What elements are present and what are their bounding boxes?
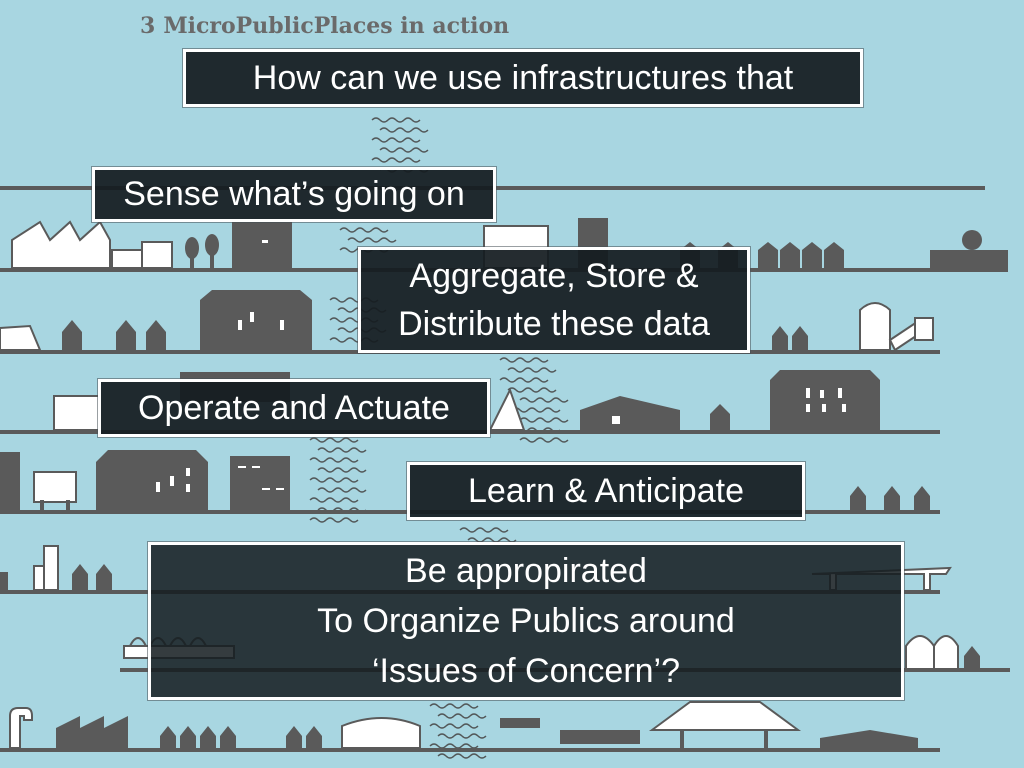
appropriate-line-1: Be appropirated: [405, 552, 647, 590]
sense-text: Sense what’s going on: [123, 175, 465, 213]
question-text: How can we use infrastructures that: [252, 58, 794, 97]
appropriate-box: Be appropirated To Organize Publics arou…: [148, 542, 904, 700]
operate-box: Operate and Actuate: [98, 379, 490, 437]
buildings-row-4: [0, 450, 930, 510]
section-heading: 3 MicroPublicPlaces in action: [140, 13, 509, 39]
buildings-row-1: [11, 218, 1008, 269]
section-number: 3: [140, 13, 156, 39]
section-title: MicroPublicPlaces in action: [163, 13, 510, 39]
aggregate-line-1: Aggregate, Store &: [409, 257, 699, 295]
learn-text: Learn & Anticipate: [468, 471, 744, 510]
appropriate-line-2: To Organize Publics around: [317, 602, 735, 640]
appropriate-line-3: ‘Issues of Concern’?: [371, 652, 681, 690]
learn-box: Learn & Anticipate: [407, 462, 805, 520]
aggregate-line-2: Distribute these data: [398, 305, 710, 343]
buildings-row-7: [9, 701, 918, 749]
operate-text: Operate and Actuate: [138, 388, 450, 427]
aggregate-box: Aggregate, Store & Distribute these data: [358, 247, 750, 353]
question-box: How can we use infrastructures that: [183, 49, 863, 107]
buildings-row-2: [0, 290, 934, 352]
sense-box: Sense what’s going on: [92, 167, 496, 222]
